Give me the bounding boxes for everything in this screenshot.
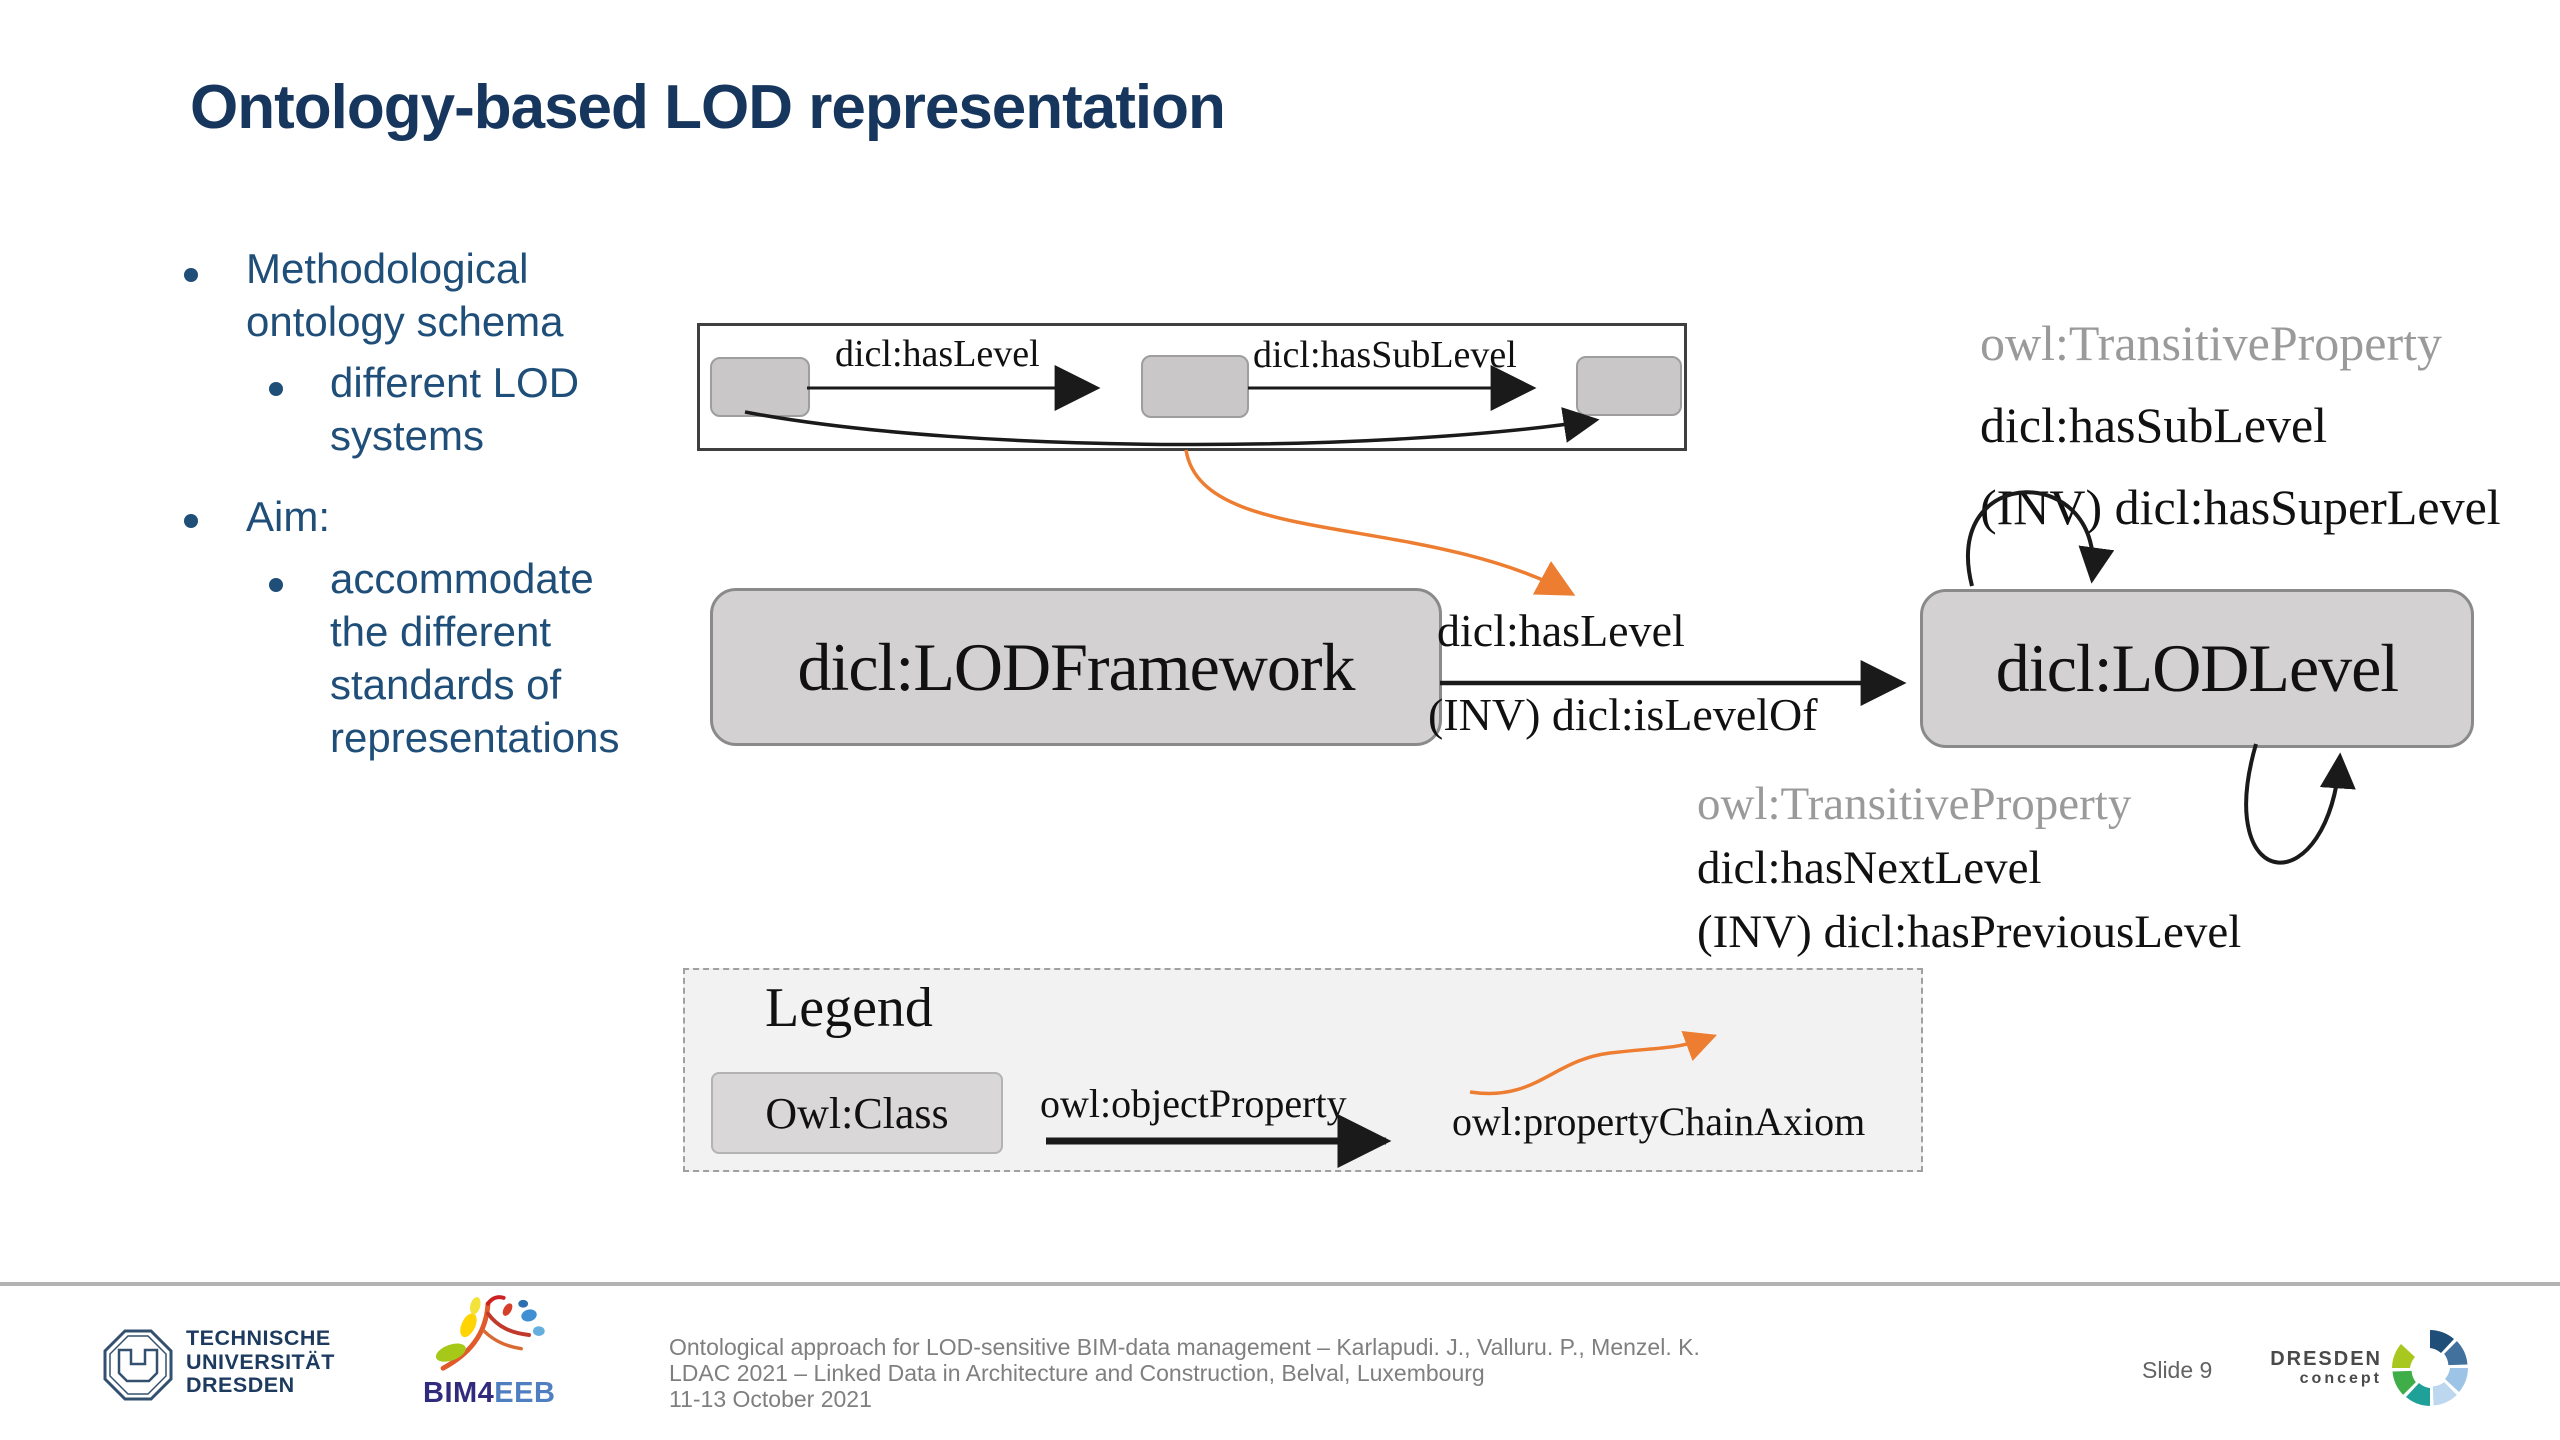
bim4eeb-logo-icon	[435, 1295, 545, 1371]
bullet-item-2: different LOD systems	[330, 359, 580, 459]
bullet-dot	[184, 268, 198, 282]
bullet-dot	[269, 382, 283, 396]
tu-dresden-logo-icon	[103, 1329, 173, 1401]
bim4eeb-bold: BIM4	[423, 1377, 495, 1409]
transitive-bottom-block: owl:TransitiveProperty dicl:hasNextLevel…	[1697, 772, 2241, 964]
level-class-box: dicl:LODLevel	[1920, 589, 2474, 748]
level-class-label: dicl:LODLevel	[1995, 630, 2399, 706]
framework-class-box: dicl:LODFramework	[710, 588, 1442, 746]
footer-credits: Ontological approach for LOD-sensitive B…	[669, 1334, 1700, 1412]
tu-line-2: UNIVERSITÄT	[186, 1349, 335, 1374]
credits-line-3: 11-13 October 2021	[669, 1386, 872, 1412]
property-chain-arrow	[1184, 449, 1576, 596]
tu-dresden-wordmark: TECHNISCHE UNIVERSITÄT DRESDEN	[186, 1326, 335, 1398]
footer-divider	[0, 1282, 2560, 1286]
bullet-item-4: accommodate the different standards of r…	[330, 555, 620, 761]
edge-top-label: dicl:hasLevel	[1437, 605, 1685, 656]
transitive-bottom-property: dicl:hasNextLevel	[1697, 842, 2042, 894]
legend-title: Legend	[765, 977, 933, 1039]
tu-line-3: DRESDEN	[186, 1373, 295, 1397]
credits-line-1: Ontological approach for LOD-sensitive B…	[669, 1334, 1700, 1360]
bullet-item-3: Aim:	[246, 493, 330, 540]
tu-line-1: TECHNISCHE	[186, 1326, 331, 1350]
legend-object-property-label: owl:objectProperty	[1040, 1081, 1347, 1126]
bullet-dot	[269, 578, 283, 592]
bim4eeb-wordmark: BIM4EEB	[423, 1377, 555, 1410]
dresden-concept-sub: concept	[2299, 1370, 2382, 1387]
dresden-concept-name: DRESDEN	[2270, 1348, 2382, 1370]
self-loop-bottom-arrow	[2244, 743, 2356, 865]
credits-line-2: LDAC 2021 – Linked Data in Architecture …	[669, 1360, 1485, 1386]
strip-has-sub-level-label: dicl:hasSubLevel	[1253, 334, 1517, 376]
strip-has-level-label: dicl:hasLevel	[835, 333, 1040, 375]
slide-number: Slide 9	[2142, 1357, 2213, 1383]
transitive-bottom-inverse: (INV) dicl:hasPreviousLevel	[1697, 906, 2242, 958]
transitive-top-inverse: (INV) dicl:hasSuperLevel	[1980, 479, 2501, 535]
bullet-item-1: Methodological ontology schema	[246, 245, 564, 345]
dresden-concept-logo-icon	[2392, 1330, 2468, 1406]
dresden-concept-wordmark: DRESDEN concept	[2268, 1349, 2382, 1389]
framework-class-label: dicl:LODFramework	[797, 628, 1355, 705]
schema-node	[1141, 355, 1249, 418]
legend-chain-axiom-label: owl:propertyChainAxiom	[1452, 1099, 1866, 1144]
schema-node	[710, 357, 810, 417]
transitive-bottom-tag: owl:TransitiveProperty	[1697, 778, 2132, 830]
legend-class-sample: Owl:Class	[711, 1072, 1003, 1154]
transitive-top-block: owl:TransitiveProperty dicl:hasSubLevel …	[1980, 302, 2501, 548]
page-title: Ontology-based LOD representation	[190, 73, 1226, 142]
schema-node	[1576, 356, 1682, 416]
legend-class-label: Owl:Class	[765, 1088, 949, 1138]
bullet-dot	[184, 514, 198, 528]
edge-bottom-label: (INV) dicl:isLevelOf	[1428, 689, 1818, 740]
bim4eeb-light: EEB	[494, 1377, 556, 1409]
transitive-top-property: dicl:hasSubLevel	[1980, 397, 2328, 453]
transitive-top-tag: owl:TransitiveProperty	[1980, 315, 2443, 371]
